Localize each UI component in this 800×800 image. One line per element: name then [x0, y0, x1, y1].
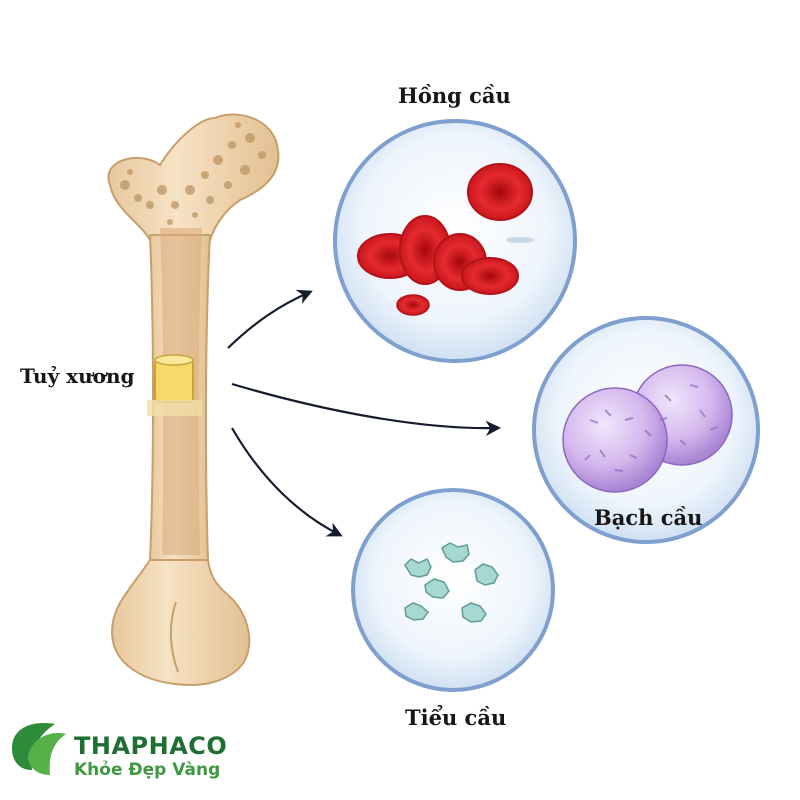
label-red-blood-cells: Hồng cầu	[398, 83, 511, 108]
red-blood-cells	[357, 163, 534, 316]
platelet-bubble	[351, 488, 555, 692]
brand-name: THAPHACO	[74, 732, 228, 760]
label-bone-marrow: Tuỷ xương	[20, 364, 135, 388]
white-blood-cell-bubble	[532, 316, 760, 544]
label-white-blood-cells: Bạch cầu	[594, 505, 703, 530]
arrows	[227, 289, 502, 537]
femur-bone	[107, 113, 280, 686]
spongy-bone-texture	[120, 122, 266, 225]
red-blood-cell-bubble	[333, 119, 577, 363]
brand-tagline: Khỏe Đẹp Vàng	[74, 760, 221, 780]
label-platelets: Tiểu cầu	[405, 705, 507, 730]
brand-logo-icon	[12, 723, 66, 775]
white-blood-cells	[562, 364, 733, 493]
platelets	[404, 542, 499, 623]
